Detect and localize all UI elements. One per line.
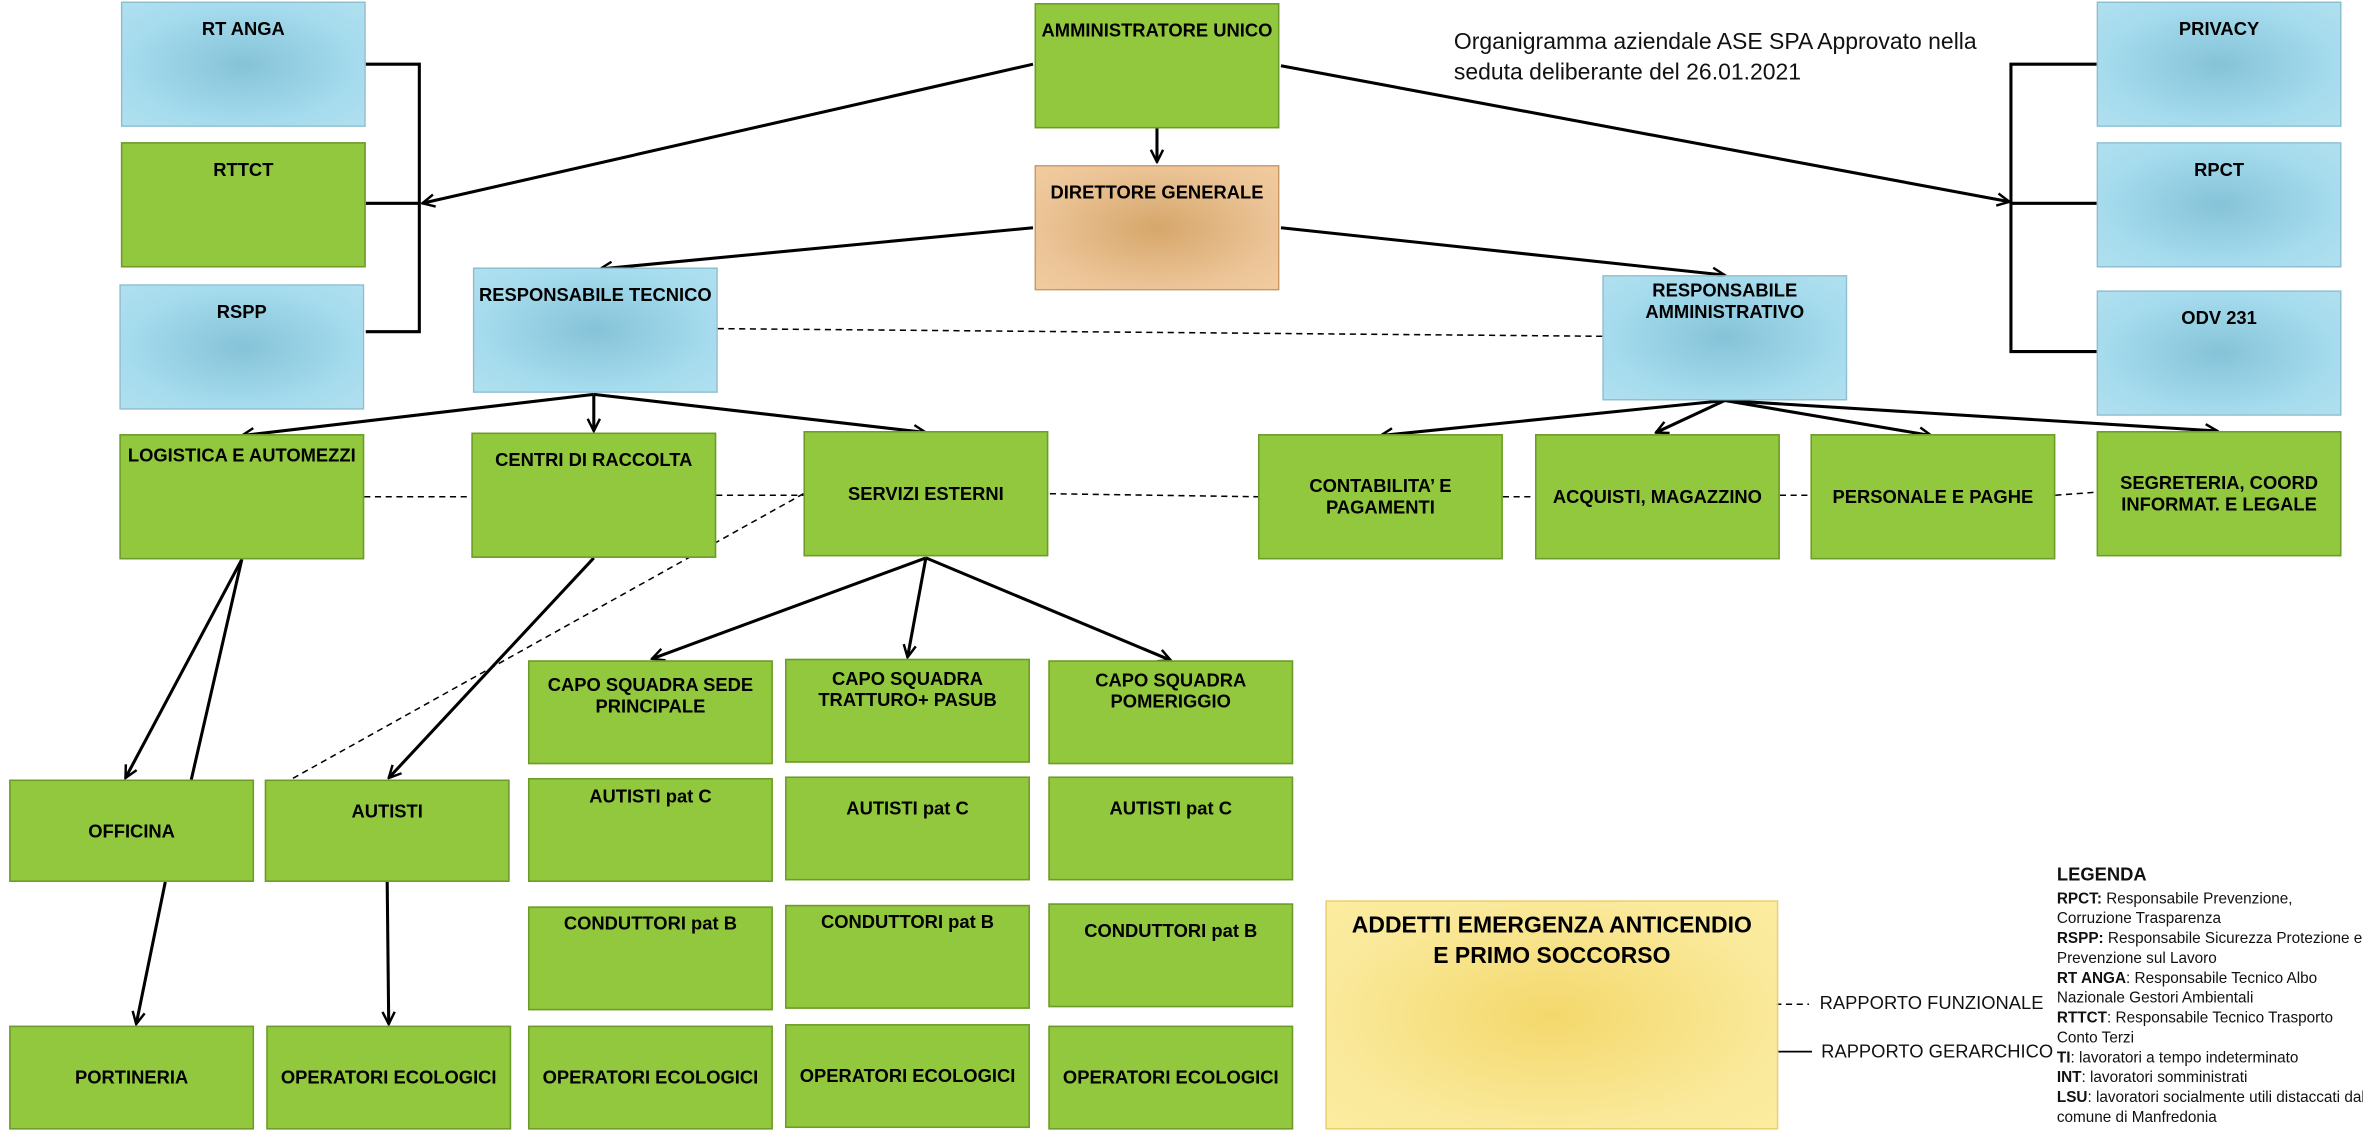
legend-entry-lsu: LSU: lavoratori socialmente utili distac… — [2056, 1089, 2363, 1127]
left-staff-bracket — [365, 62, 421, 334]
link-amm-right — [1280, 64, 2009, 202]
legend-entry-rspp: RSPP: Responsabile Sicurezza Protezione … — [2056, 930, 2363, 968]
node-capo-squadra-pomeriggio: CAPO SQUADRA POMERIGGIO — [1048, 660, 1294, 765]
node-rttct: RTTCT — [120, 142, 366, 268]
link-tec-logistica — [242, 392, 594, 435]
node-officina: OFFICINA — [9, 779, 255, 882]
node-rt-anga: RT ANGA — [120, 1, 366, 127]
node-rspp: RSPP — [119, 284, 365, 410]
node-autisti-pat-c-3: AUTISTI pat C — [1048, 776, 1294, 881]
node-addetti-emergenza: ADDETTI EMERGENZA ANTICENDIO E PRIMO SOC… — [1325, 900, 1779, 1130]
node-capo-squadra-tratturo: CAPO SQUADRA TRATTURO+ PASUB — [785, 658, 1030, 763]
node-autisti-pat-c-2: AUTISTI pat C — [785, 776, 1030, 881]
dash-tec-amm — [717, 327, 1603, 338]
node-autisti: AUTISTI — [264, 779, 510, 882]
node-amministratore-unico: AMMINISTRATORE UNICO — [1034, 3, 1280, 129]
node-capo-squadra-sede: CAPO SQUADRA SEDE PRINCIPALE — [527, 660, 773, 765]
node-operatori-ecologici-4: OPERATORI ECOLOGICI — [1048, 1025, 1294, 1130]
link-tec-servizi — [593, 392, 926, 432]
chart-title: Organigramma aziendale ASE SPA Approvato… — [1453, 29, 1977, 86]
link-amm-personale — [1724, 398, 1932, 435]
link-off-portineria — [136, 881, 167, 1024]
node-conduttori-pat-b-3: CONDUTTORI pat B — [1048, 903, 1294, 1008]
link-serv-capo1 — [652, 556, 927, 659]
link-log-officina-2 — [189, 559, 244, 780]
node-contabilita-pagamenti: CONTABILITA’ E PAGAMENTI — [1257, 434, 1503, 560]
node-operatori-ecologici-2: OPERATORI ECOLOGICI — [527, 1025, 773, 1130]
link-serv-capo2 — [908, 557, 928, 657]
link-amm-acquisti — [1656, 399, 1726, 432]
link-dir-tecnico — [600, 226, 1034, 269]
legend-rapporto-funzionale: RAPPORTO FUNZIONALE — [1819, 991, 2044, 1014]
node-operatori-ecologici-1: OPERATORI ECOLOGICI — [266, 1025, 512, 1130]
legend-entry-rpct: RPCT: Responsabile Prevenzione, Corruzio… — [2056, 891, 2293, 928]
node-privacy: PRIVACY — [2096, 1, 2342, 127]
link-serv-capo3 — [925, 556, 1171, 660]
link-dir-ammin — [1280, 226, 1725, 275]
node-centri-di-raccolta: CENTRI DI RACCOLTA — [471, 432, 717, 558]
node-autisti-pat-c-1: AUTISTI pat C — [527, 778, 773, 882]
node-portineria: PORTINERIA — [9, 1025, 255, 1130]
link-amm-left — [422, 62, 1034, 203]
node-responsabile-amministrativo: RESPONSABILE AMMINISTRATIVO — [1602, 275, 1848, 401]
node-direttore-generale: DIRETTORE GENERALE — [1034, 165, 1280, 291]
dash-pers-segr — [2055, 491, 2097, 496]
node-conduttori-pat-b-1: CONDUTTORI pat B — [527, 906, 773, 1011]
legend-entry-int: INT: lavoratori somministrati — [2056, 1069, 2248, 1087]
node-logistica-automezzi: LOGISTICA E AUTOMEZZI — [119, 434, 365, 560]
node-segreteria: SEGRETERIA, COORD INFORMAT. E LEGALE — [2096, 431, 2342, 557]
right-staff-bracket — [2009, 62, 2097, 354]
node-conduttori-pat-b-2: CONDUTTORI pat B — [785, 904, 1030, 1009]
node-responsabile-tecnico: RESPONSABILE TECNICO — [472, 267, 718, 393]
link-autisti-operatori — [387, 881, 389, 1024]
legend: LEGENDA RPCT: Responsabile Prevenzione, … — [2056, 863, 2363, 1128]
link-log-officina — [124, 558, 244, 778]
node-servizi-esterni: SERVIZI ESTERNI — [803, 431, 1049, 557]
node-personale-paghe: PERSONALE E PAGHE — [1810, 434, 2056, 560]
node-rpct: RPCT — [2096, 142, 2342, 268]
node-acquisti-magazzino: ACQUISTI, MAGAZZINO — [1534, 434, 1780, 560]
link-amm-segreteria — [1724, 398, 2218, 431]
dash-servizi-contab — [1049, 492, 1259, 498]
legend-entry-rttct: RTTCT: Responsabile Tecnico Trasporto Co… — [2056, 1010, 2334, 1048]
legend-entry-ti: TI: lavoratori a tempo indeterminato — [2056, 1050, 2299, 1067]
node-odv-231: ODV 231 — [2096, 290, 2342, 416]
node-operatori-ecologici-3: OPERATORI ECOLOGICI — [785, 1024, 1030, 1129]
legend-entry-rt-anga: RT ANGA: Responsabile Tecnico Albo Nazio… — [2056, 970, 2318, 1008]
dash-servizi-autisti — [290, 493, 804, 781]
legend-heading: LEGENDA — [2056, 863, 2147, 886]
legend-rapporto-gerarchico: RAPPORTO GERARCHICO — [1821, 1040, 2054, 1063]
link-amm-contab — [1380, 398, 1725, 435]
